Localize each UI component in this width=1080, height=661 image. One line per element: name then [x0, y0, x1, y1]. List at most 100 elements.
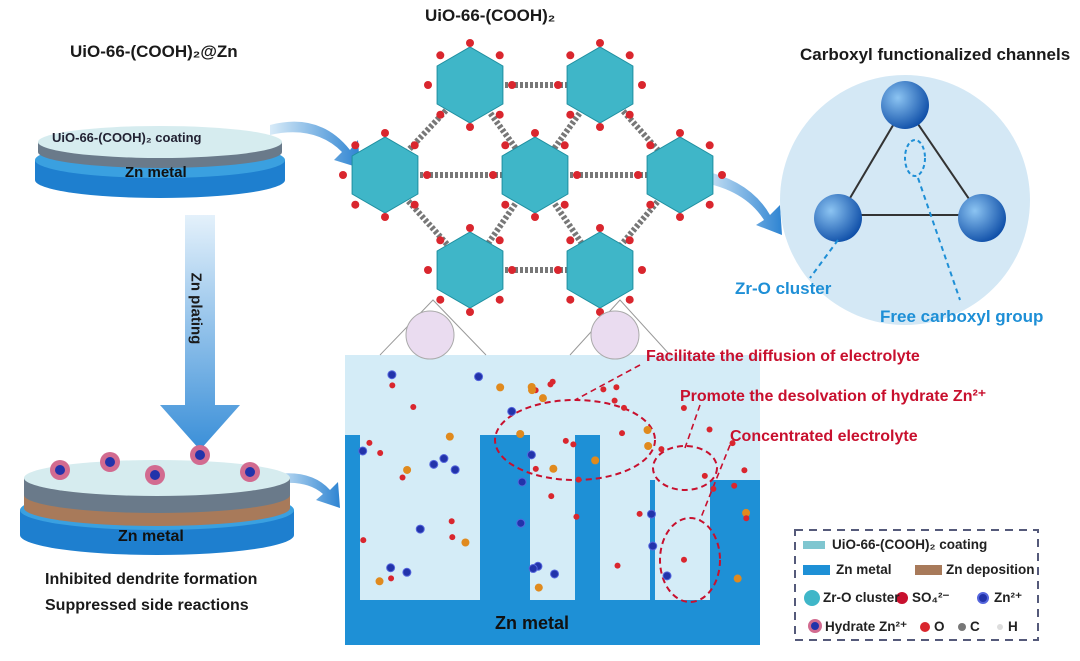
sulfate-ion	[496, 383, 505, 392]
oxygen-atom	[495, 51, 504, 60]
zr-o-cluster	[501, 136, 569, 214]
oxygen-atom	[676, 129, 684, 137]
water-molecule	[613, 384, 620, 391]
oxygen-atom	[560, 141, 569, 150]
oxygen-atom	[566, 110, 575, 119]
oxygen-atom	[625, 51, 634, 60]
outcome-dendrite: Inhibited dendrite formation	[45, 571, 258, 588]
sulfate-ion	[403, 465, 412, 474]
water-molecule	[741, 467, 748, 474]
zn-ion	[550, 569, 560, 579]
oxygen-atom	[495, 110, 504, 119]
water-molecule	[377, 450, 384, 457]
oxygen-atom	[351, 141, 360, 150]
zn-ion	[517, 477, 527, 487]
sulfate-ion	[644, 442, 653, 451]
zn-ion	[648, 541, 658, 551]
electrolyte-droplet	[405, 310, 455, 360]
zn-ion	[387, 370, 397, 380]
oxygen-atom	[410, 200, 419, 209]
water-molecule	[600, 386, 607, 393]
oxygen-atom	[531, 213, 539, 221]
zn-ion	[662, 571, 672, 581]
zn-ion	[195, 450, 205, 460]
legend-zn-metal: Zn metal	[836, 562, 892, 577]
coated-zn-disk	[35, 126, 285, 198]
zn-plating-label: Zn plating	[187, 272, 205, 345]
sulfate-ion	[461, 538, 470, 547]
water-molecule	[620, 404, 627, 411]
sulfate-ion	[591, 456, 600, 465]
legend-o: O	[934, 619, 945, 634]
oxygen-atom	[489, 171, 497, 179]
water-molecule	[611, 397, 618, 404]
zn-ion	[245, 467, 255, 477]
oxygen-atom	[625, 110, 634, 119]
zn-ion	[439, 454, 449, 464]
oxygen-atom	[634, 171, 642, 179]
legend-swatch-zn-deposition	[915, 565, 942, 575]
water-molecule	[366, 439, 373, 446]
oxygen-atom	[410, 141, 419, 150]
water-molecule	[448, 518, 455, 525]
water-molecule	[636, 510, 643, 517]
oxygen-atom	[625, 236, 634, 245]
zn-ion	[150, 470, 160, 480]
zn-ion	[358, 446, 368, 456]
zn-ion	[386, 563, 396, 573]
legend-zn-ion: Zn²⁺	[994, 590, 1023, 605]
coated-zn-title: UiO-66-(COOH)₂@Zn	[70, 42, 238, 61]
oxygen-atom	[554, 81, 562, 89]
zr-o-cluster-sphere	[881, 81, 929, 129]
concentrated-label: Concentrated electrolyte	[730, 428, 918, 445]
oxygen-atom	[676, 213, 684, 221]
electrolyte-cell	[345, 299, 760, 645]
zn-ion	[507, 406, 517, 416]
oxygen-atom	[436, 295, 445, 304]
plated-zn-metal-label: Zn metal	[118, 528, 184, 545]
mof-structure	[339, 39, 726, 316]
zr-o-cluster-label: Zr-O cluster	[735, 279, 832, 298]
water-molecule	[729, 440, 736, 447]
oxygen-atom	[501, 200, 510, 209]
oxygen-atom	[596, 308, 604, 316]
oxygen-atom	[646, 141, 655, 150]
legend-h: H	[1008, 619, 1018, 634]
arrow-zn-plating	[160, 215, 240, 450]
water-molecule	[731, 482, 738, 489]
zn-ion	[516, 518, 526, 528]
oxygen-atom	[596, 123, 604, 131]
zn-ion	[646, 509, 656, 519]
water-molecule	[360, 537, 367, 544]
oxygen-atom	[531, 129, 539, 137]
legend-coating: UiO-66-(COOH)₂ coating	[832, 537, 988, 552]
water-molecule	[388, 575, 395, 582]
oxygen-atom	[508, 81, 516, 89]
oxygen-atom	[560, 200, 569, 209]
oxygen-atom	[495, 236, 504, 245]
oxygen-atom	[625, 295, 634, 304]
oxygen-atom	[466, 308, 474, 316]
carboxyl-channel	[780, 75, 1030, 325]
zn-metal-base	[345, 600, 760, 645]
oxygen-atom	[466, 123, 474, 131]
sulfate-ion	[549, 464, 558, 473]
oxygen-atom	[351, 200, 360, 209]
oxygen-atom	[381, 213, 389, 221]
sulfate-ion	[375, 577, 384, 586]
zn-pillar	[480, 435, 530, 600]
zn-ion	[450, 465, 460, 475]
sulfate-ion	[534, 583, 543, 592]
zn-ion	[429, 459, 439, 469]
electrolyte-droplet	[590, 310, 640, 360]
water-molecule	[614, 562, 621, 569]
oxygen-atom	[436, 236, 445, 245]
sulfate-ion	[742, 508, 751, 517]
water-molecule	[532, 465, 539, 472]
oxygen-atom	[638, 81, 646, 89]
oxygen-atom	[566, 236, 575, 245]
zn-ion	[528, 564, 538, 574]
diffusion-label: Facilitate the diffusion of electrolyte	[646, 348, 920, 365]
water-molecule	[658, 446, 665, 453]
oxygen-atom	[566, 51, 575, 60]
